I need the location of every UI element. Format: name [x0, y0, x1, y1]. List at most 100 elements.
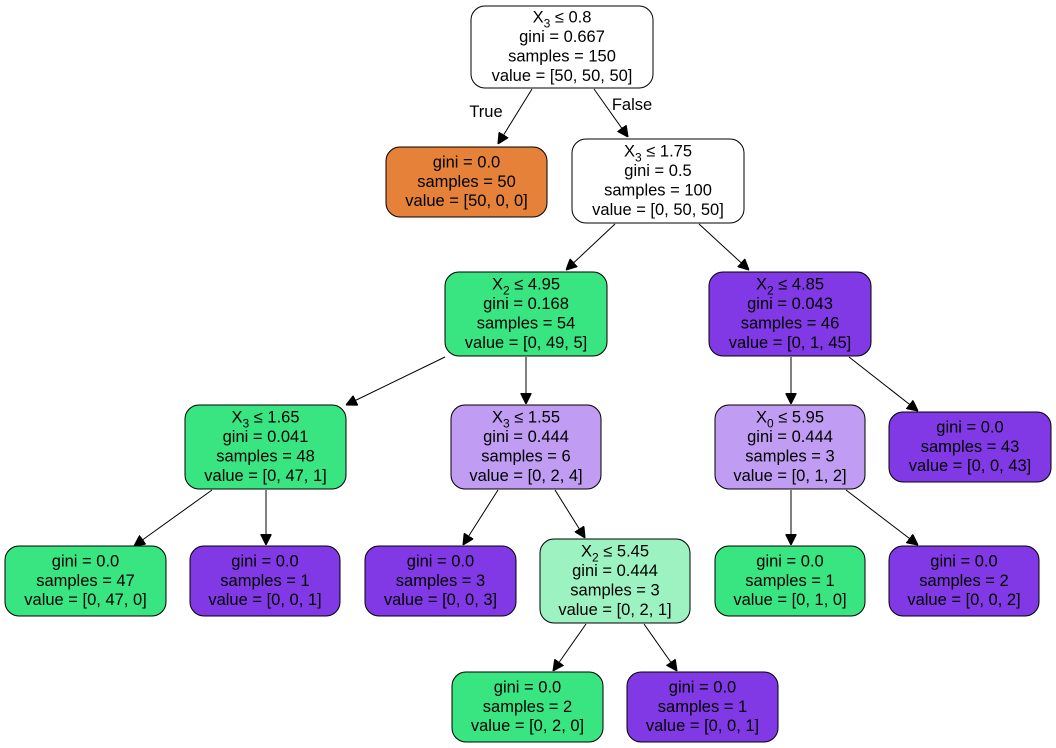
samples-text: samples = 46	[741, 315, 840, 333]
samples-text: samples = 54	[477, 315, 576, 333]
node-box	[714, 404, 866, 490]
edge-n6-n11	[463, 489, 499, 545]
samples-text: samples = 48	[216, 448, 315, 466]
value-text: value = [0, 0, 1]	[646, 717, 759, 735]
split-condition: X2 ≤ 4.95	[492, 276, 560, 298]
value-text: value = [50, 50, 50]	[492, 67, 633, 85]
split-condition: X3 ≤ 1.65	[231, 409, 299, 431]
node-box	[708, 271, 872, 357]
value-text: value = [0, 0, 3]	[384, 591, 497, 609]
split-variable: X	[756, 409, 767, 427]
split-threshold: ≤ 1.65	[249, 409, 299, 427]
split-condition: X3 ≤ 0.8	[533, 9, 592, 31]
samples-text: samples = 3	[570, 582, 659, 600]
samples-text: samples = 1	[658, 698, 747, 716]
node-box	[364, 545, 517, 617]
split-variable: X	[492, 409, 503, 427]
edge-n2-n4	[698, 223, 749, 270]
gini-text: gini = 0.0	[231, 552, 298, 570]
node-box	[184, 404, 347, 490]
samples-text: samples = 2	[483, 698, 572, 716]
samples-text: samples = 2	[919, 572, 1008, 590]
edge-n2-n3	[566, 223, 616, 270]
value-text: value = [0, 2, 1]	[558, 601, 671, 619]
node-box	[4, 545, 167, 617]
gini-text: gini = 0.041	[223, 428, 309, 446]
split-condition: X3 ≤ 1.55	[492, 409, 560, 431]
split-condition: X3 ≤ 1.75	[624, 143, 692, 165]
gini-text: gini = 0.0	[494, 678, 561, 696]
value-text: value = [0, 47, 0]	[24, 591, 146, 609]
samples-text: samples = 100	[604, 182, 712, 200]
gini-text: gini = 0.5	[624, 162, 691, 180]
split-condition: X2 ≤ 4.85	[756, 276, 824, 298]
split-threshold: ≤ 4.95	[510, 276, 560, 294]
gini-text: gini = 0.444	[572, 562, 658, 580]
edge-label-false: False	[612, 96, 652, 114]
gini-text: gini = 0.0	[52, 552, 119, 570]
split-variable: X	[492, 276, 503, 294]
node-box	[571, 138, 745, 224]
node-box	[451, 671, 604, 743]
split-variable-index: 2	[767, 284, 774, 298]
value-text: value = [0, 50, 50]	[592, 201, 724, 219]
edge-label-true: True	[469, 103, 502, 121]
edge-n0-n1	[498, 88, 533, 144]
samples-text: samples = 150	[508, 48, 616, 66]
value-text: value = [50, 0, 0]	[405, 192, 527, 210]
split-condition: X0 ≤ 5.95	[756, 409, 824, 431]
split-variable-index: 3	[544, 17, 551, 31]
node-box	[539, 538, 691, 624]
node-box	[470, 5, 654, 89]
split-variable-index: 3	[503, 417, 510, 431]
node-box	[189, 545, 341, 617]
edge-n4-n8	[848, 356, 918, 411]
split-variable: X	[756, 276, 767, 294]
split-threshold: ≤ 5.45	[599, 543, 649, 561]
split-condition: X2 ≤ 5.45	[581, 543, 649, 565]
samples-text: samples = 3	[745, 448, 834, 466]
edge-n0-n2	[593, 88, 628, 137]
split-threshold: ≤ 1.55	[510, 409, 560, 427]
split-variable-index: 2	[503, 284, 510, 298]
gini-text: gini = 0.0	[669, 678, 736, 696]
split-variable-index: 3	[242, 417, 249, 431]
node-box	[444, 271, 608, 357]
split-variable: X	[581, 543, 592, 561]
edge-n5-n9	[134, 489, 213, 546]
node-box	[714, 545, 866, 617]
value-text: value = [0, 0, 43]	[909, 457, 1031, 475]
samples-text: samples = 50	[417, 173, 516, 191]
edge-n3-n5	[346, 356, 446, 405]
samples-text: samples = 1	[220, 572, 309, 590]
gini-text: gini = 0.444	[483, 428, 569, 446]
samples-text: samples = 6	[481, 448, 570, 466]
samples-text: samples = 47	[36, 572, 135, 590]
node-box	[888, 411, 1052, 483]
value-text: value = [0, 0, 2]	[907, 591, 1020, 609]
value-text: value = [0, 1, 0]	[733, 591, 846, 609]
samples-text: samples = 43	[921, 438, 1020, 456]
split-threshold: ≤ 4.85	[774, 276, 824, 294]
edge-n12-n16	[643, 623, 677, 671]
edge-n12-n15	[553, 623, 587, 671]
gini-text: gini = 0.0	[756, 552, 823, 570]
value-text: value = [0, 47, 1]	[204, 467, 326, 485]
gini-text: gini = 0.0	[433, 153, 500, 171]
node-box	[450, 404, 602, 490]
value-text: value = [0, 2, 4]	[469, 467, 582, 485]
value-text: value = [0, 1, 45]	[729, 334, 851, 352]
